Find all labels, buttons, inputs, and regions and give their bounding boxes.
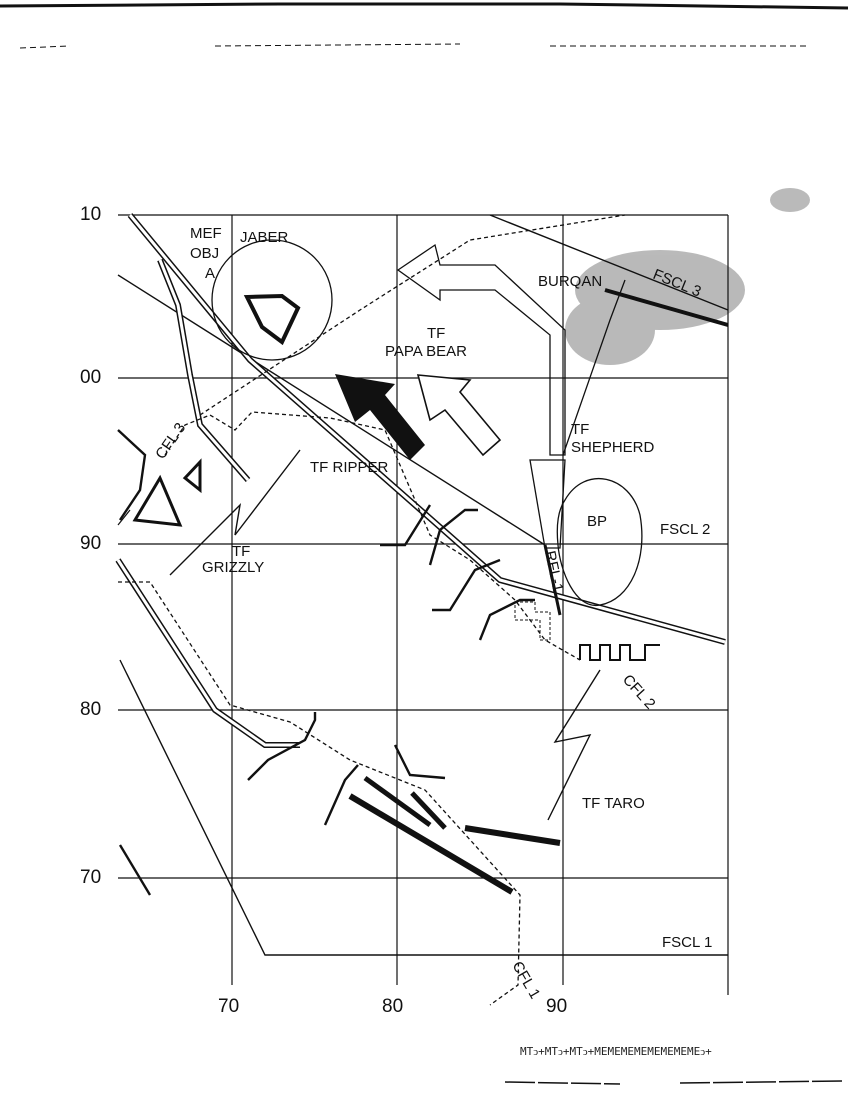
taro-label: TF TARO <box>582 795 645 812</box>
y-axis-labels: 10 00 90 80 70 <box>80 204 101 888</box>
unit-boundaries <box>117 429 535 896</box>
objective-label-obj: OBJ <box>190 245 219 262</box>
x-label-70: 70 <box>218 996 239 1017</box>
x-label-90: 90 <box>546 996 567 1017</box>
fscl-2-label: FSCL 2 <box>660 521 710 538</box>
fscl-lines <box>117 214 729 956</box>
bp-label: BP <box>587 513 607 530</box>
grizzly-label-tf: TF <box>232 543 250 560</box>
solid-attack-arrow <box>335 374 425 460</box>
cfl-lines <box>118 214 626 1006</box>
papa-bear-label-tf: TF <box>427 325 445 342</box>
zigzag-boundaries <box>169 449 660 821</box>
jaber-label: JABER <box>240 229 289 246</box>
bp-area <box>556 477 643 606</box>
checkpoint-box <box>514 601 551 641</box>
triangle-markers <box>132 458 202 527</box>
fscl-1-label: FSCL 1 <box>662 934 712 951</box>
shepherd-label-tf: TF <box>571 421 589 438</box>
objective-a-area <box>211 239 333 361</box>
papa-bear-label-name: PAPA BEAR <box>385 343 467 360</box>
y-label-10: 10 <box>80 204 101 225</box>
cfl-3-label: CFL 3 <box>152 420 189 463</box>
y-label-70: 70 <box>80 867 101 888</box>
shepherd-corridor <box>396 243 626 616</box>
x-label-80: 80 <box>382 996 403 1017</box>
cfl-2-label: CFL 2 <box>619 671 659 712</box>
attack-arrows <box>335 374 502 460</box>
shepherd-label-name: SHEPHERD <box>571 439 655 456</box>
fscl-3-line <box>489 214 729 311</box>
fscl-2-line <box>117 274 546 546</box>
burqan-label: BURQAN <box>538 273 602 290</box>
y-label-90: 90 <box>80 533 101 554</box>
phase-lines <box>115 213 726 895</box>
y-label-00: 00 <box>80 367 101 388</box>
scan-smudge <box>565 188 810 365</box>
cfl-1-label: CFL 1 <box>509 959 544 1002</box>
objective-label-a: A <box>205 265 215 282</box>
fscl-1-line <box>119 659 728 956</box>
grizzly-label-name: GRIZZLY <box>202 559 264 576</box>
objective-label-mef: MEF <box>190 225 222 242</box>
footer-code: MTↄ+MTↄ+MTↄ+MEMEMEMEMEMEMEMEↄ+ <box>520 1045 712 1058</box>
x-axis-labels: 70 80 90 <box>218 996 567 1017</box>
y-label-80: 80 <box>80 699 101 720</box>
hollow-attack-arrow <box>416 374 502 457</box>
ripper-label: TF RIPPER <box>310 459 389 476</box>
